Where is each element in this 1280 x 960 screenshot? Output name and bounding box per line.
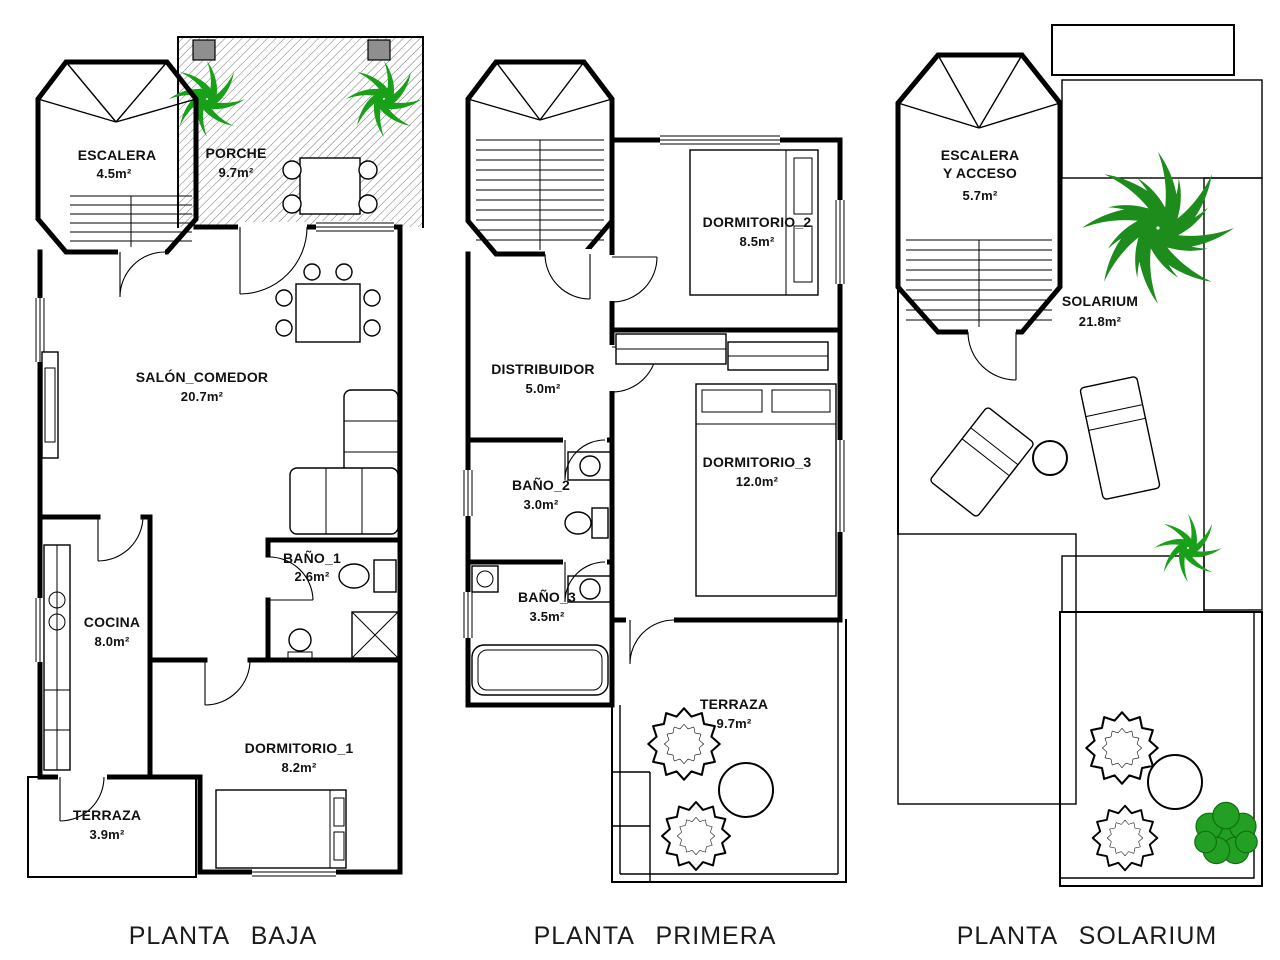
toilet	[564, 507, 609, 539]
pergola-strip	[1051, 24, 1235, 76]
roof-tiles	[897, 24, 1263, 805]
shower	[351, 611, 399, 659]
room-label: DORMITORIO_2	[703, 214, 812, 230]
room-label: ESCALERA	[78, 147, 157, 163]
caption-planta-primera: PLANTA PRIMERA	[533, 922, 777, 950]
room-label: BAÑO_3	[518, 588, 576, 605]
sofa	[289, 389, 399, 535]
terrace-planter	[1085, 711, 1159, 785]
windows	[462, 134, 846, 638]
room-area: 12.0m²	[736, 474, 779, 489]
terrace-planter	[647, 707, 721, 781]
room-label: SALÓN_COMEDOR	[136, 368, 269, 385]
room-label: TERRAZA	[700, 696, 768, 712]
room-labels: DORMITORIO_2 8.5m² DISTRIBUIDOR 5.0m² BA…	[491, 214, 811, 731]
porch-pillar	[367, 39, 391, 61]
room-area: 5.0m²	[526, 381, 561, 396]
room-labels: ESCALERA Y ACCESO 5.7m² SOLARIUM 21.8m²	[941, 147, 1138, 329]
room-area: 3.9m²	[90, 827, 125, 842]
porch-area	[169, 36, 424, 228]
bed-dormitorio-2	[689, 149, 819, 296]
terrace-table	[718, 762, 774, 818]
room-area: 2.6m²	[295, 569, 330, 584]
doors	[544, 249, 675, 665]
terrace-table	[1147, 754, 1203, 810]
closet	[727, 341, 829, 371]
room-label: Y ACCESO	[943, 165, 1017, 181]
sink	[567, 575, 613, 603]
stair-tower	[895, 52, 1063, 535]
stairs	[906, 239, 1052, 330]
porch-table-set	[282, 157, 378, 215]
terrace-steps	[612, 771, 651, 882]
room-area: 8.2m²	[282, 760, 317, 775]
terrace-outline	[611, 619, 847, 883]
caption-planta-solarium: PLANTA SOLARIUM	[956, 922, 1218, 950]
room-label: BAÑO_2	[512, 476, 570, 493]
stair-tower	[35, 59, 199, 255]
furniture	[930, 376, 1161, 517]
bathtub	[471, 644, 609, 696]
terrace-planter	[1091, 804, 1159, 872]
closet	[615, 333, 727, 365]
floorplan-canvas: ESCALERA 4.5m² PORCHE 9.7m² SALÓN_COMEDO…	[27, 24, 1263, 887]
plan-planta-baja: ESCALERA 4.5m² PORCHE 9.7m² SALÓN_COMEDO…	[27, 36, 424, 878]
room-area: 8.0m²	[95, 634, 130, 649]
stairs	[70, 195, 192, 248]
room-area: 20.7m²	[181, 389, 224, 404]
terrace-outline	[27, 776, 197, 878]
doors	[58, 222, 314, 822]
bed	[215, 789, 347, 869]
sun-lounger	[1079, 376, 1161, 500]
bidet	[471, 565, 499, 593]
room-area: 8.5m²	[740, 234, 775, 249]
room-label: DORMITORIO_3	[703, 454, 812, 470]
sink	[567, 451, 613, 481]
room-area: 9.7m²	[717, 716, 752, 731]
room-label: COCINA	[84, 614, 140, 630]
room-area: 4.5m²	[97, 166, 132, 181]
stairs	[476, 139, 604, 250]
sun-lounger	[930, 407, 1034, 517]
windows	[34, 221, 394, 878]
room-area: 5.7m²	[963, 188, 998, 203]
kitchen-counter	[43, 544, 71, 771]
room-label: DISTRIBUIDOR	[491, 361, 595, 377]
furniture	[471, 149, 837, 871]
palm-tree-icon	[1082, 152, 1234, 304]
green-bush-icon	[1194, 801, 1258, 865]
furniture	[41, 263, 399, 869]
doors	[967, 327, 1017, 381]
terrace-planter	[661, 801, 731, 871]
room-label: SOLARIUM	[1062, 293, 1138, 309]
room-labels: ESCALERA 4.5m² PORCHE 9.7m² SALÓN_COMEDO…	[73, 145, 354, 842]
porch-pillar	[192, 39, 216, 61]
room-label: PORCHE	[205, 145, 266, 161]
room-area: 9.7m²	[219, 165, 254, 180]
room-area: 3.0m²	[524, 497, 559, 512]
room-label: BAÑO_1	[283, 549, 341, 566]
sink	[287, 628, 313, 663]
plan-planta-solarium: ESCALERA Y ACCESO 5.7m² SOLARIUM 21.8m²	[895, 24, 1263, 887]
room-label: DORMITORIO_1	[245, 740, 354, 756]
plan-planta-primera: DORMITORIO_2 8.5m² DISTRIBUIDOR 5.0m² BA…	[462, 59, 847, 883]
caption-planta-baja: PLANTA BAJA	[128, 922, 318, 950]
room-area: 21.8m²	[1079, 314, 1122, 329]
lower-terrace	[1059, 611, 1263, 887]
room-label: ESCALERA	[941, 147, 1020, 163]
room-area: 3.5m²	[530, 609, 565, 624]
toilet	[338, 559, 397, 593]
tv-unit	[41, 351, 59, 459]
stair-tower	[465, 59, 615, 257]
round-table	[1032, 440, 1068, 476]
room-label: TERRAZA	[73, 807, 141, 823]
bed-dormitorio-3	[695, 383, 837, 597]
plants	[1082, 152, 1234, 582]
plant-icon	[1154, 514, 1222, 582]
dining-table-set	[275, 263, 381, 343]
